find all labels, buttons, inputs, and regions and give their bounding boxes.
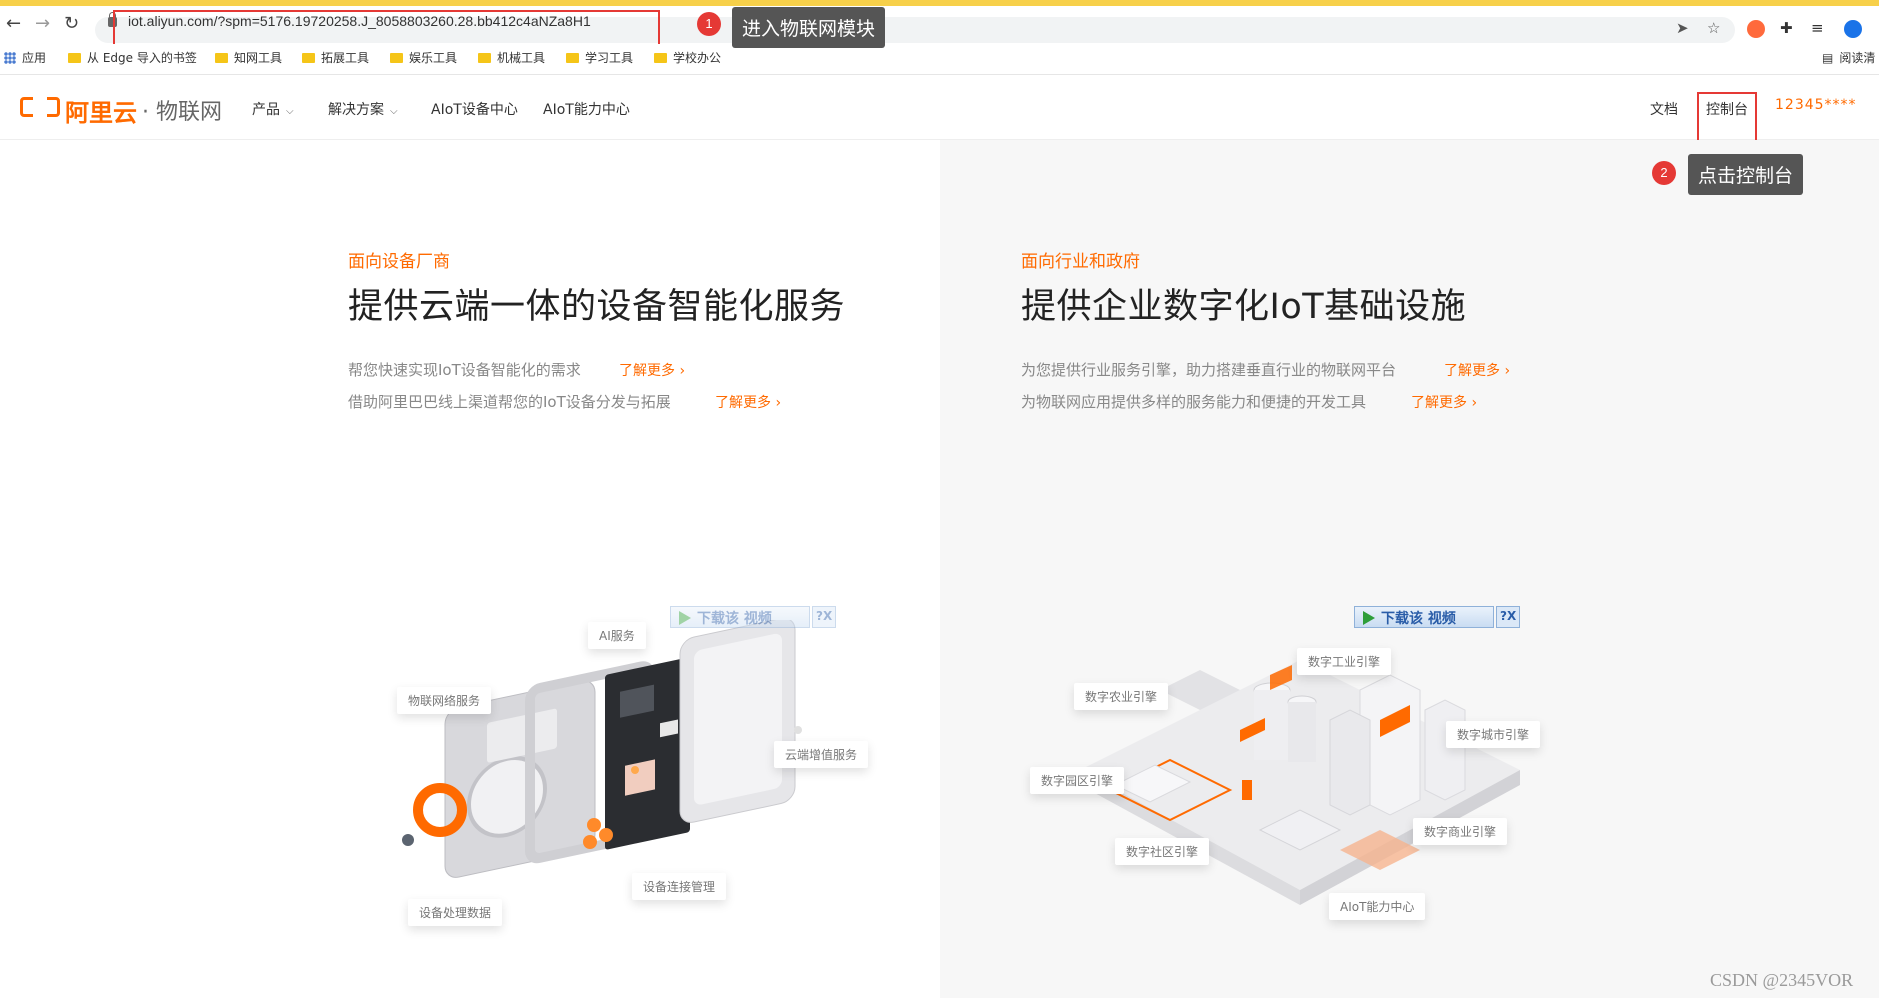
csdn-watermark: CSDN @2345VOR bbox=[1710, 970, 1854, 990]
chip-digital-community: 数字社区引擎 bbox=[1115, 838, 1210, 865]
send-icon[interactable]: ➤ bbox=[1676, 19, 1689, 37]
chip-digital-commerce: 数字商业引擎 bbox=[1413, 818, 1508, 845]
folder-icon bbox=[215, 52, 228, 63]
folder-icon bbox=[390, 52, 403, 63]
step2-badge: 2 bbox=[1652, 161, 1676, 185]
puzzle-icon[interactable]: ✚ bbox=[1780, 19, 1793, 37]
folder-icon bbox=[68, 52, 81, 63]
back-arrow-icon[interactable]: ← bbox=[6, 13, 22, 34]
bookmark-cnki-tools[interactable]: 知网工具 bbox=[215, 49, 282, 66]
bookmark-study-tools[interactable]: 学习工具 bbox=[566, 49, 633, 66]
video-help-close-right[interactable]: ?X bbox=[1496, 606, 1521, 628]
chip-device-data: 设备处理数据 bbox=[408, 899, 503, 926]
right-more-link-2[interactable]: 了解更多 › bbox=[1411, 395, 1478, 411]
bookmark-edge-import[interactable]: 从 Edge 导入的书签 bbox=[68, 49, 197, 66]
chip-digital-industry: 数字工业引擎 bbox=[1297, 648, 1392, 675]
browser-top-accent bbox=[0, 0, 1879, 6]
reading-list-icon: ▤ bbox=[1822, 50, 1834, 65]
left-headline: 提供云端一体的设备智能化服务 bbox=[348, 287, 846, 327]
star-icon[interactable]: ☆ bbox=[1707, 19, 1721, 37]
aliyun-logo-icon[interactable] bbox=[20, 96, 60, 118]
left-more-link-1[interactable]: 了解更多 › bbox=[619, 363, 686, 379]
url-highlight-box bbox=[113, 10, 660, 47]
reading-list[interactable]: ▤阅读清 bbox=[1822, 50, 1876, 66]
user-account[interactable]: 12345**** bbox=[1775, 97, 1857, 113]
nav-solutions[interactable]: 解决方案⌵ bbox=[328, 102, 398, 118]
address-bar[interactable] bbox=[95, 17, 1735, 43]
chrome-divider bbox=[0, 74, 1879, 75]
chip-ai-service: AI服务 bbox=[588, 622, 646, 649]
device-exploded-illustration bbox=[402, 620, 802, 878]
chip-digital-agriculture: 数字农业引擎 bbox=[1074, 683, 1169, 710]
chip-digital-park: 数字园区引擎 bbox=[1030, 767, 1125, 794]
left-more-link-2[interactable]: 了解更多 › bbox=[715, 395, 782, 411]
left-kicker: 面向设备厂商 bbox=[348, 252, 450, 272]
chevron-down-icon: ⌵ bbox=[286, 106, 294, 117]
folder-icon bbox=[654, 52, 667, 63]
nav-products[interactable]: 产品⌵ bbox=[252, 102, 294, 118]
logo-brand[interactable]: 阿里云 bbox=[65, 99, 137, 127]
bookmark-extension-tools[interactable]: 拓展工具 bbox=[302, 49, 369, 66]
folder-icon bbox=[566, 52, 579, 63]
lock-icon bbox=[108, 12, 117, 27]
right-kicker: 面向行业和政府 bbox=[1021, 252, 1140, 272]
bookmark-apps[interactable]: 应用 bbox=[4, 49, 46, 66]
right-headline: 提供企业数字化IoT基础设施 bbox=[1021, 287, 1467, 327]
chip-cloud-value-added: 云端增值服务 bbox=[774, 741, 869, 768]
forward-arrow-icon[interactable]: → bbox=[35, 13, 51, 34]
chip-device-connection: 设备连接管理 bbox=[632, 873, 727, 900]
video-download-bar-right[interactable]: 下载该 视频 bbox=[1354, 606, 1494, 628]
folder-icon bbox=[478, 52, 491, 63]
chip-aiot-capability-center: AIoT能力中心 bbox=[1329, 893, 1426, 920]
step1-badge: 1 bbox=[697, 12, 721, 36]
nav-docs[interactable]: 文档 bbox=[1650, 102, 1678, 118]
video-help-close-left[interactable]: ?X bbox=[812, 606, 837, 628]
video-download-bar-left[interactable]: 下载该 视频 bbox=[670, 606, 810, 628]
step2-tooltip: 点击控制台 bbox=[1688, 154, 1804, 195]
right-desc-2: 为物联网应用提供多样的服务能力和便捷的开发工具 bbox=[1021, 393, 1367, 411]
step1-tooltip: 进入物联网模块 bbox=[732, 7, 886, 48]
right-desc-1: 为您提供行业服务引擎，助力搭建垂直行业的物联网平台 bbox=[1021, 361, 1397, 379]
bookmark-entertainment-tools[interactable]: 娱乐工具 bbox=[390, 49, 457, 66]
reload-icon[interactable]: ↻ bbox=[64, 13, 80, 34]
apps-grid-icon bbox=[4, 51, 16, 64]
right-more-link-1[interactable]: 了解更多 › bbox=[1444, 363, 1511, 379]
url-text[interactable]: iot.aliyun.com/?spm=5176.19720258.J_8058… bbox=[128, 13, 591, 29]
nav-aiot-capability-center[interactable]: AIoT能力中心 bbox=[543, 102, 630, 118]
browser-toolbar: ← → ↻ ➤ ☆ ✚ ≡ bbox=[0, 6, 1879, 43]
chevron-down-icon: ⌵ bbox=[390, 106, 398, 117]
reading-queue-icon[interactable]: ≡ bbox=[1811, 19, 1824, 37]
bookmark-school-office[interactable]: 学校办公 bbox=[654, 49, 721, 66]
extension-icon[interactable] bbox=[1747, 20, 1765, 38]
logo-product[interactable]: · 物联网 bbox=[142, 100, 222, 125]
left-desc-2: 借助阿里巴巴线上渠道帮您的IoT设备分发与拓展 bbox=[348, 393, 671, 411]
folder-icon bbox=[302, 52, 315, 63]
left-desc-1: 帮您快速实现IoT设备智能化的需求 bbox=[348, 361, 581, 379]
chip-iot-network-service: 物联网络服务 bbox=[397, 687, 492, 714]
bookmark-mechanical-tools[interactable]: 机械工具 bbox=[478, 49, 545, 66]
site-header: 阿里云 · 物联网 产品⌵ 解决方案⌵ AIoT设备中心 AIoT能力中心 文档… bbox=[0, 75, 1879, 140]
nav-aiot-device-center[interactable]: AIoT设备中心 bbox=[431, 102, 518, 118]
chip-digital-city: 数字城市引擎 bbox=[1446, 721, 1541, 748]
console-link[interactable]: 控制台 bbox=[1706, 102, 1748, 118]
bookmarks-bar: 应用 从 Edge 导入的书签 知网工具 拓展工具 娱乐工具 机械工具 学习工具… bbox=[0, 44, 1879, 70]
profile-avatar[interactable] bbox=[1844, 20, 1862, 38]
